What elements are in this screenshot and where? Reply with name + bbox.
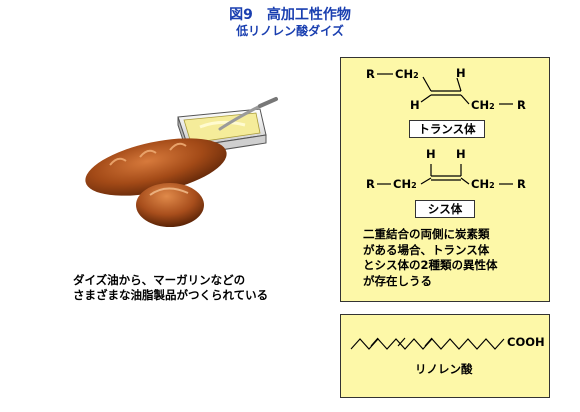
- cis-r-right: R: [517, 177, 526, 191]
- cis-ch2-right: CH2: [471, 177, 495, 191]
- cis-h-right: H: [456, 147, 466, 161]
- trans-h-bottom: H: [410, 98, 420, 112]
- cis-ch2-left: CH2: [393, 177, 417, 191]
- illustration-caption: ダイズ油から、マーガリンなどの さまざまな油脂製品がつくられている: [73, 273, 268, 303]
- cis-label: シス体: [415, 200, 475, 218]
- figure-subtitle: 低リノレン酸ダイズ: [236, 24, 344, 38]
- caption-line-2: さまざまな油脂製品がつくられている: [73, 288, 269, 302]
- description-line-2: がある場合、トランス体: [363, 242, 490, 257]
- trans-ch2-right: CH2: [471, 98, 495, 112]
- isomer-panel: R CH2 H H CH2 R トランス体 H H R CH2 CH2 R シス…: [340, 57, 550, 302]
- trans-r-left: R: [366, 67, 375, 81]
- bread-loaf: [85, 138, 227, 196]
- isomer-bonds: [377, 73, 513, 185]
- description-line-4: が存在しうる: [363, 273, 432, 288]
- linolenic-chain: [350, 337, 505, 350]
- trans-r-right: R: [517, 98, 526, 112]
- bread-margarine-illustration: [85, 97, 278, 227]
- trans-ch2-left: CH2: [395, 67, 419, 81]
- isomer-description: 二重結合の両側に炭素類 がある場合、トランス体 とシス体の2種類の異性体 が存在…: [363, 227, 498, 289]
- cooh-label: COOH: [507, 335, 545, 349]
- cis-r-left: R: [366, 177, 375, 191]
- description-line-3: とシス体の2種類の異性体: [363, 258, 498, 272]
- caption-line-1: ダイズ油から、マーガリンなどの: [73, 273, 246, 287]
- figure-header: 図9 高加工性作物 低リノレン酸ダイズ: [0, 7, 580, 39]
- description-line-1: 二重結合の両側に炭素類: [363, 227, 490, 241]
- linolenic-label: リノレン酸: [415, 362, 473, 376]
- linolenic-panel: COOH リノレン酸: [340, 314, 550, 398]
- trans-label: トランス体: [409, 120, 485, 138]
- bread-roll: [136, 183, 204, 227]
- figure-title: 図9 高加工性作物: [229, 7, 351, 23]
- cis-h-left: H: [426, 147, 436, 161]
- trans-h-top: H: [456, 66, 466, 80]
